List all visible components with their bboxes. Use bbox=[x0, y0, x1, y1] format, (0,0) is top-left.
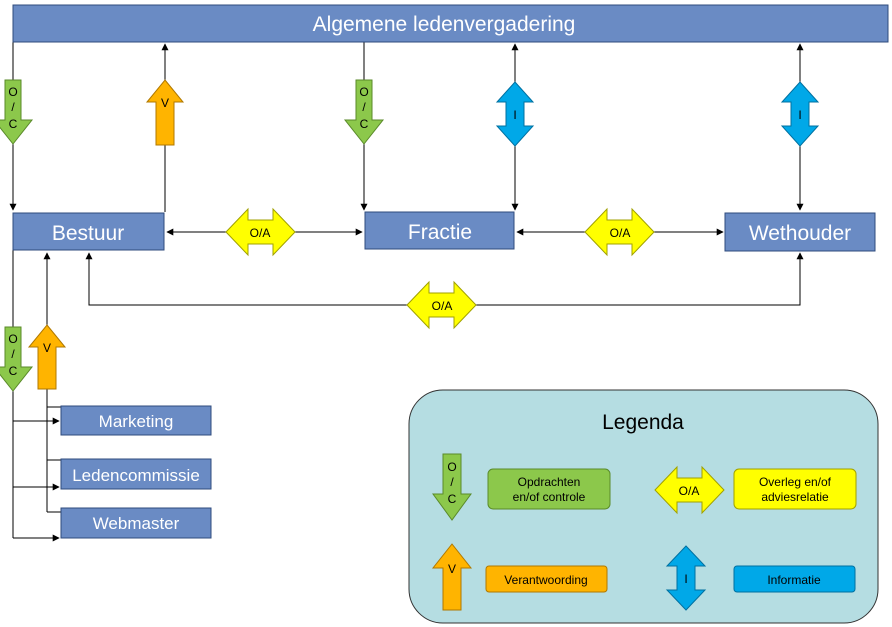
v-arrow-sub-bestuur: V bbox=[27, 324, 67, 390]
bestuur-box: Bestuur bbox=[12, 212, 165, 251]
legend-informatie: Informatie bbox=[733, 565, 856, 593]
svg-text:/: / bbox=[450, 475, 454, 489]
marketing-label: Marketing bbox=[99, 412, 174, 431]
wethouder-box: Wethouder bbox=[724, 212, 876, 252]
fractie-label: Fractie bbox=[408, 221, 472, 244]
legend-i-arrow: I bbox=[665, 545, 707, 611]
oc-arrow-alv-bestuur: O / C bbox=[0, 79, 34, 145]
legend-opdrachten: Opdrachten en/of controle bbox=[487, 468, 611, 510]
alv-label: Algemene ledenvergadering bbox=[313, 13, 576, 36]
svg-text:Overleg en/of: Overleg en/of bbox=[759, 475, 832, 489]
legend-oa-arrow: O/A bbox=[654, 465, 725, 515]
legend-title: Legenda bbox=[602, 411, 684, 434]
legend-v-arrow: V bbox=[431, 543, 473, 611]
legend-panel: Legenda O / C Opdrachten en/of controle … bbox=[408, 389, 879, 624]
oa-arrow-fractie-wethouder: O/A bbox=[584, 207, 655, 257]
oa-arrow-bestuur-wethouder: O/A bbox=[406, 280, 477, 330]
svg-text:C: C bbox=[9, 117, 18, 131]
oa-arrow-bestuur-fractie: O/A bbox=[225, 207, 296, 257]
oc-arrow-bestuur-sub: O / C bbox=[0, 326, 34, 392]
svg-text:I: I bbox=[798, 108, 801, 122]
svg-text:/: / bbox=[11, 100, 15, 114]
svg-text:O: O bbox=[359, 85, 368, 99]
fractie-box: Fractie bbox=[364, 211, 515, 250]
svg-text:O: O bbox=[447, 460, 456, 474]
svg-text:Informatie: Informatie bbox=[767, 573, 821, 587]
svg-text:/: / bbox=[11, 347, 15, 361]
alv-box: Algemene ledenvergadering bbox=[12, 4, 889, 43]
svg-text:O: O bbox=[8, 332, 17, 346]
webmaster-label: Webmaster bbox=[93, 514, 180, 533]
legend-verantwoording: Verantwoording bbox=[485, 565, 608, 593]
webmaster-box: Webmaster bbox=[60, 507, 212, 539]
svg-text:I: I bbox=[513, 108, 516, 122]
marketing-box: Marketing bbox=[60, 405, 212, 436]
svg-text:Verantwoording: Verantwoording bbox=[504, 573, 587, 587]
svg-text:O: O bbox=[8, 85, 17, 99]
svg-text:en/of controle: en/of controle bbox=[513, 490, 586, 504]
v-arrow-bestuur-alv: V bbox=[145, 79, 185, 146]
legend-oc-arrow: O / C bbox=[432, 453, 472, 521]
svg-text:V: V bbox=[161, 96, 169, 110]
svg-text:V: V bbox=[43, 341, 51, 355]
i-arrow-fractie-alv: I bbox=[495, 81, 535, 147]
legend-overleg: Overleg en/of adviesrelatie bbox=[733, 468, 857, 510]
svg-text:I: I bbox=[684, 572, 687, 586]
wethouder-label: Wethouder bbox=[749, 222, 851, 245]
svg-text:O/A: O/A bbox=[432, 299, 453, 313]
i-arrow-wethouder-alv: I bbox=[780, 81, 820, 147]
svg-text:C: C bbox=[448, 492, 457, 506]
svg-text:/: / bbox=[362, 100, 366, 114]
svg-text:O/A: O/A bbox=[610, 226, 631, 240]
svg-text:C: C bbox=[360, 117, 369, 131]
svg-text:Opdrachten: Opdrachten bbox=[518, 475, 581, 489]
svg-text:O/A: O/A bbox=[679, 484, 700, 498]
ledencommissie-box: Ledencommissie bbox=[60, 458, 212, 490]
svg-text:V: V bbox=[448, 562, 456, 576]
svg-text:O/A: O/A bbox=[250, 226, 271, 240]
ledencommissie-label: Ledencommissie bbox=[72, 466, 200, 485]
svg-text:C: C bbox=[9, 364, 18, 378]
bestuur-label: Bestuur bbox=[52, 222, 124, 245]
svg-text:adviesrelatie: adviesrelatie bbox=[761, 490, 829, 504]
oc-arrow-alv-fractie: O / C bbox=[343, 79, 385, 145]
